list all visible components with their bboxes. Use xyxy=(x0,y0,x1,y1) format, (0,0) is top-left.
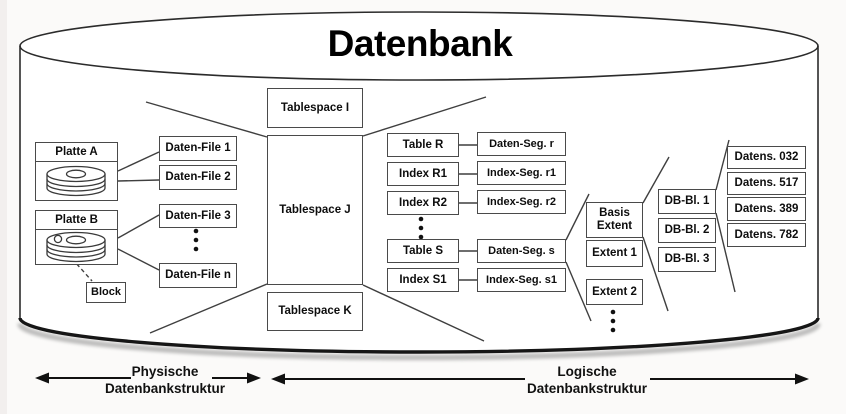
box-datens-389: Datens. 389 xyxy=(727,197,806,221)
disk-icon xyxy=(45,165,106,197)
box-index-r1: Index R1 xyxy=(387,162,459,186)
box-tablespace-i: Tablespace I xyxy=(267,88,363,128)
box-index-r2: Index R2 xyxy=(387,191,459,215)
box-datens-032: Datens. 032 xyxy=(727,146,806,169)
box-db-bl-3: DB-Bl. 3 xyxy=(658,247,716,272)
box-extent-2: Extent 2 xyxy=(586,279,643,305)
box-table-r: Table R xyxy=(387,133,459,157)
box-platte-b: Platte B xyxy=(35,210,118,265)
box-index-s1: Index S1 xyxy=(387,268,459,292)
box-tablespace-k: Tablespace K xyxy=(267,292,363,331)
legend-logical-line1: Logische xyxy=(557,364,617,379)
legend-arrows xyxy=(35,372,809,385)
page-edge-strip xyxy=(0,0,7,414)
box-db-bl-1: DB-Bl. 1 xyxy=(658,189,716,214)
platte-a-label: Platte A xyxy=(36,143,117,162)
diagram-title: Datenbank xyxy=(327,23,513,64)
box-tablespace-j: Tablespace J xyxy=(267,135,363,285)
expansion-lines xyxy=(145,96,736,342)
box-datens-517: Datens. 517 xyxy=(727,172,806,195)
box-table-s: Table S xyxy=(387,239,459,263)
legend-physical: Physische Datenbankstruktur xyxy=(95,363,235,397)
box-index-seg-r2: Index-Seg. r2 xyxy=(477,190,566,214)
legend-physical-line1: Physische xyxy=(131,364,199,379)
box-daten-file-n: Daten-File n xyxy=(159,263,237,288)
legend-physical-line2: Datenbankstruktur xyxy=(104,381,226,396)
box-index-seg-s1: Index-Seg. s1 xyxy=(477,268,566,292)
box-block: Block xyxy=(86,282,126,303)
disk-file-connectors xyxy=(117,151,160,271)
legend-logical: Logische Datenbankstruktur xyxy=(516,363,658,397)
block-marker-circle xyxy=(53,234,62,244)
table-segment-connectors xyxy=(459,144,477,281)
ellipsis-dots xyxy=(193,216,616,333)
box-daten-file-3: Daten-File 3 xyxy=(159,204,237,228)
box-basis-extent: Basis Extent xyxy=(586,202,643,238)
box-daten-seg-s: Daten-Seg. s xyxy=(477,239,566,263)
box-db-bl-2: DB-Bl. 2 xyxy=(658,218,716,243)
box-datens-782: Datens. 782 xyxy=(727,223,806,247)
disk-icon xyxy=(45,231,106,263)
box-platte-a: Platte A xyxy=(35,142,118,201)
box-index-seg-r1: Index-Seg. r1 xyxy=(477,161,566,185)
box-daten-file-1: Daten-File 1 xyxy=(159,136,237,161)
box-daten-file-2: Daten-File 2 xyxy=(159,165,237,190)
legend-logical-line2: Datenbankstruktur xyxy=(526,381,648,396)
box-daten-seg-r: Daten-Seg. r xyxy=(477,132,566,156)
platte-b-label: Platte B xyxy=(36,211,117,230)
box-extent-1: Extent 1 xyxy=(586,240,643,267)
